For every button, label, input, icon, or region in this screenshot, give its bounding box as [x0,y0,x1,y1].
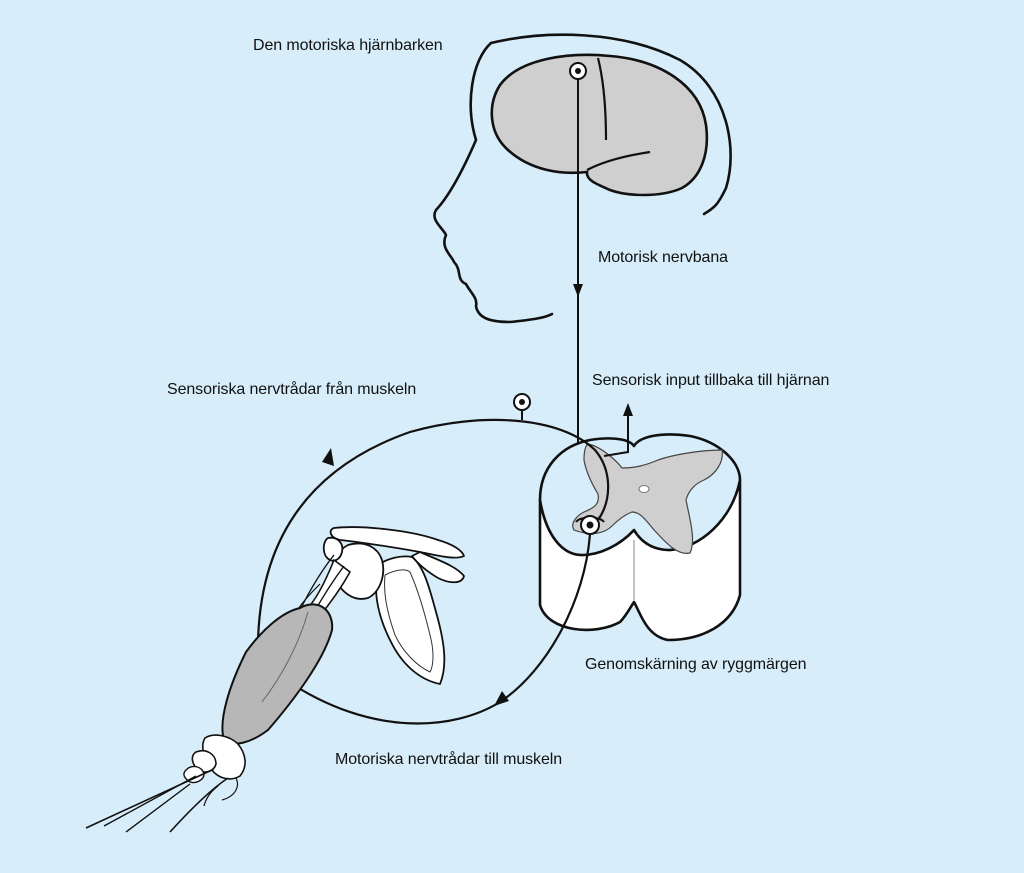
label-motor-fibers: Motoriska nervtrådar till muskeln [335,751,562,768]
label-sensory-input: Sensorisk input tillbaka till hjärnan [592,372,830,389]
motor-arrow-icon [494,691,509,706]
label-motor-cortex: Den motoriska hjärnbarken [253,37,443,54]
sensory-input-arrow [603,403,633,457]
spinal-cord-cross-section [538,433,742,642]
arm [85,554,352,833]
label-spinal-cross-section: Genomskärning av ryggmärgen [585,656,807,673]
label-sensory-fibers: Sensoriska nervtrådar från muskeln [167,381,417,398]
head-outline [433,33,732,324]
cortex-neuron-icon [569,62,587,80]
label-motor-pathway: Motorisk nervbana [598,249,728,266]
sensory-ganglion-icon [513,393,531,420]
sensory-arrow-icon [322,448,334,466]
scapula-bones [322,526,465,685]
brain [490,53,709,197]
